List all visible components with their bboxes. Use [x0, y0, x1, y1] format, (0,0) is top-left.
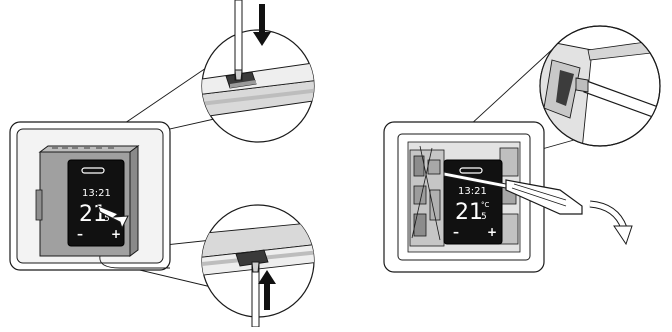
push-up-arrow-icon — [258, 270, 276, 310]
top-detail-circle — [201, 29, 315, 143]
right-display: 13:21 21 °C 5 – + — [443, 159, 503, 245]
left-display-time: 13:21 — [82, 188, 111, 199]
right-detail-circle — [539, 25, 661, 147]
right-display-decimal: 5 — [481, 212, 487, 222]
left-display-temperature: 21 — [79, 202, 107, 227]
right-display-unit: °C — [481, 201, 490, 209]
push-down-arrow-icon — [253, 4, 271, 46]
right-screwdriver — [443, 171, 583, 215]
bottom-detail-circle — [201, 204, 315, 318]
display-pill-icon — [81, 167, 105, 174]
top-screwdriver — [234, 0, 243, 81]
bottom-screwdriver — [251, 261, 260, 328]
rotate-arrow-icon — [589, 200, 633, 246]
right-plus-button: + — [487, 225, 497, 239]
left-plus-button: + — [111, 227, 121, 241]
right-illustration: 13:21 21 °C 5 – + — [383, 25, 661, 273]
right-display-time: 13:21 — [458, 186, 487, 197]
left-display-decimal: 5 — [104, 214, 110, 224]
left-minus-button: – — [77, 227, 83, 241]
left-display: 13:21 21 5 – + — [67, 159, 125, 247]
right-display-pill-icon — [459, 167, 483, 174]
pull-arrow-icon — [97, 205, 129, 230]
left-illustration: 13:21 21 5 – + — [9, 0, 315, 328]
right-display-temperature: 21 — [455, 200, 483, 225]
right-minus-button: – — [453, 225, 459, 239]
